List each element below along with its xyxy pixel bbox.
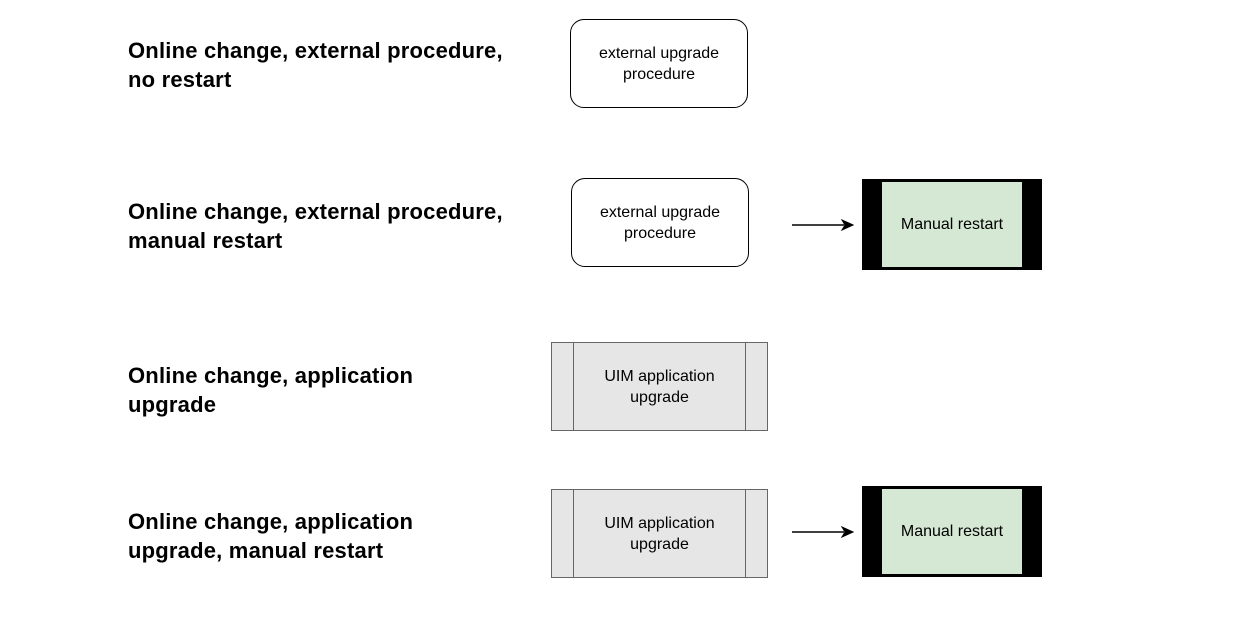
uim-application-upgrade-label: UIM application upgrade bbox=[604, 367, 715, 406]
row-1-label: Online change, external procedure, no re… bbox=[128, 38, 503, 92]
uim-application-upgrade-label: UIM application upgrade bbox=[604, 514, 715, 553]
process-right-bar bbox=[745, 343, 746, 430]
row-4-label: Online change, application upgrade, manu… bbox=[128, 509, 414, 563]
row-2-label: Online change, external procedure, manua… bbox=[128, 199, 503, 253]
external-upgrade-procedure-box[interactable]: external upgrade procedure bbox=[571, 178, 749, 267]
flow-arrow bbox=[792, 525, 854, 539]
external-upgrade-procedure-box[interactable]: external upgrade procedure bbox=[570, 19, 748, 108]
process-right-bar bbox=[745, 490, 746, 577]
flow-arrow bbox=[792, 218, 854, 232]
manual-restart-label: Manual restart bbox=[882, 182, 1022, 267]
uim-application-upgrade-box[interactable]: UIM application upgrade bbox=[551, 342, 768, 431]
uim-application-upgrade-box[interactable]: UIM application upgrade bbox=[551, 489, 768, 578]
manual-restart-label: Manual restart bbox=[882, 489, 1022, 574]
manual-restart-box[interactable]: Manual restart bbox=[862, 486, 1042, 577]
manual-restart-box[interactable]: Manual restart bbox=[862, 179, 1042, 270]
row-3-label: Online change, application upgrade bbox=[128, 363, 414, 417]
process-left-bar bbox=[573, 343, 574, 430]
process-left-bar bbox=[573, 490, 574, 577]
